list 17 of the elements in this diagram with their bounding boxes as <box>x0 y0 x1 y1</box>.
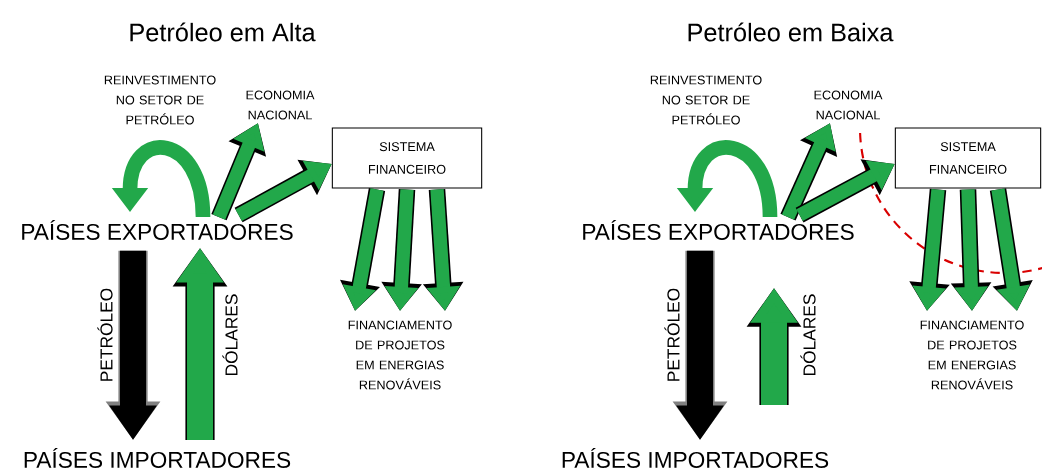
node-label: PAÍSES EXPORTADORES <box>583 220 854 240</box>
process-box: SISTEMA FINANCEIRO <box>331 127 483 189</box>
panel-title: Petróleo em Alta <box>130 22 316 42</box>
node-label: PAÍSES IMPORTADORES <box>562 448 829 468</box>
node-label: ECONOMIA NACIONAL <box>814 90 883 120</box>
node-label: PAÍSES IMPORTADORES <box>24 448 291 468</box>
node-label: FINANCIAMENTO DE PROJETOS EM ENERGIAS RENOVÁVEIS <box>920 320 1024 390</box>
loop-label: REINVESTIMENTO NO SETOR DE PETRÓLEO <box>104 75 216 125</box>
edge-label: PETRÓLEO <box>663 286 681 384</box>
node-label: PAÍSES EXPORTADORES <box>22 220 293 240</box>
arrow-label: DÓLARES <box>800 294 816 375</box>
loop-label: REINVESTIMENTO NO SETOR DE PETRÓLEO <box>650 75 762 125</box>
edge-label: DÓLARES <box>221 292 239 378</box>
edge-label: PETRÓLEO <box>96 286 114 384</box>
panel-title: Petróleo em Baixa <box>688 22 894 42</box>
node-label: FINANCIAMENTO DE PROJETOS EM ENERGIAS RENOVÁVEIS <box>348 320 452 390</box>
node-label: ECONOMIA NACIONAL <box>246 90 315 120</box>
